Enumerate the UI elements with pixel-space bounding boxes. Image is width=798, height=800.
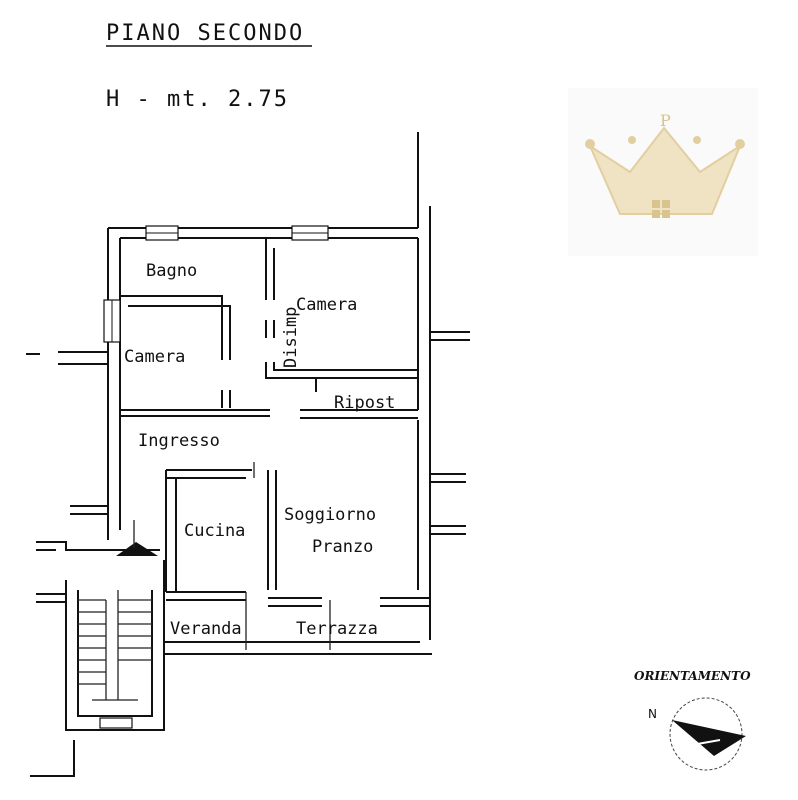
- stairwell: [65, 520, 165, 731]
- room-label-terrazza: Terrazza: [296, 619, 378, 639]
- compass: ORIENTAMENTO N: [634, 669, 751, 771]
- room-label-camera-left: Camera: [124, 347, 185, 367]
- windows: [99, 225, 329, 729]
- room-label-ripost: Ripost: [334, 393, 395, 413]
- room-label-cucina: Cucina: [184, 521, 245, 541]
- height-note: H - mt. 2.75: [106, 87, 289, 112]
- logo-letter: P: [660, 111, 671, 130]
- compass-label: ORIENTAMENTO: [634, 669, 751, 683]
- crown-logo: P: [568, 88, 758, 256]
- room-label-soggiorno: Soggiorno: [284, 505, 376, 525]
- room-label-camera-right: Camera: [296, 295, 357, 315]
- north-arrow-icon: [672, 720, 746, 756]
- plan-title: PIANO SECONDO: [106, 21, 304, 46]
- stair-arrow-icon: [116, 542, 158, 556]
- north-label: N: [648, 707, 657, 721]
- room-label-pranzo: Pranzo: [312, 537, 373, 557]
- room-label-bagno: Bagno: [146, 261, 197, 281]
- outer-walls: [107, 132, 432, 655]
- room-label-disimp: Disimp: [281, 307, 301, 368]
- room-label-veranda: Veranda: [170, 619, 242, 639]
- room-label-ingresso: Ingresso: [138, 431, 220, 451]
- interior-walls: [120, 238, 430, 650]
- adjacent-lines: [26, 331, 470, 777]
